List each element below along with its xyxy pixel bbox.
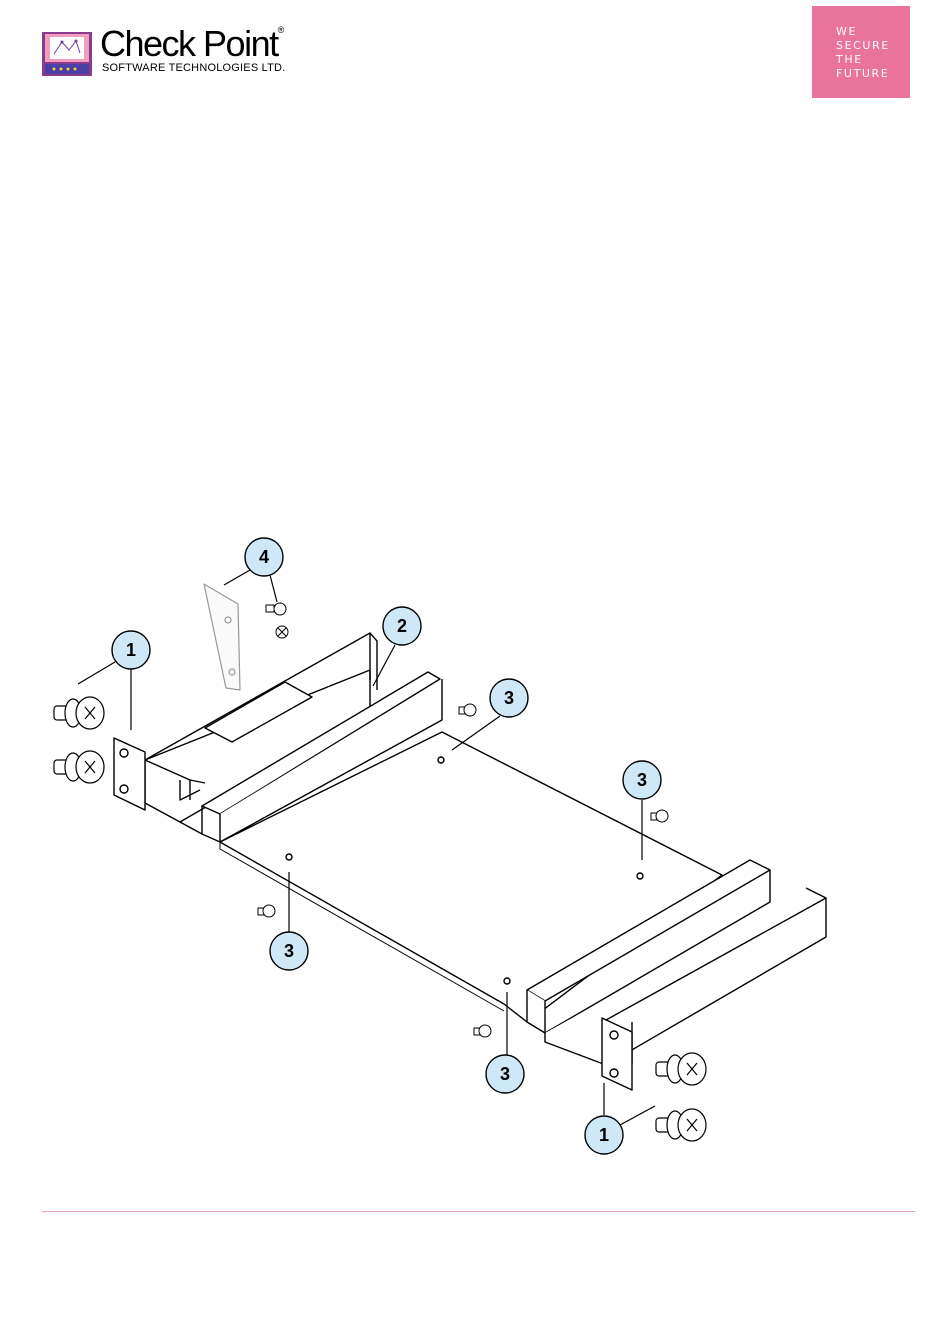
small-screw-icon — [266, 603, 286, 615]
callout-3b: 3 — [623, 761, 661, 799]
large-screws-left — [54, 697, 104, 783]
support-bracket — [204, 584, 240, 690]
callout-4: 4 — [245, 538, 283, 576]
small-screw-icon — [651, 810, 668, 822]
callout-label: 4 — [259, 547, 269, 567]
rack-screw-icon — [54, 697, 104, 729]
rack-screw-icon — [54, 751, 104, 783]
callout-label: 3 — [500, 1064, 510, 1084]
small-screw-icon — [459, 704, 476, 716]
bracket-left — [114, 738, 145, 810]
callout-3c: 3 — [270, 932, 308, 970]
rack-screw-icon — [656, 1053, 706, 1085]
footer-rule — [42, 1211, 915, 1212]
rack-screw-icon — [656, 1109, 706, 1141]
large-screws-right — [656, 1053, 706, 1141]
callout-2: 2 — [383, 607, 421, 645]
callout-1a: 1 — [112, 631, 150, 669]
small-screw-icon — [474, 1025, 491, 1037]
callout-label: 1 — [126, 640, 136, 660]
small-screw-icon — [258, 905, 275, 917]
callout-label: 3 — [504, 688, 514, 708]
callout-label: 2 — [397, 616, 407, 636]
callout-label: 3 — [637, 770, 647, 790]
callout-label: 1 — [599, 1125, 609, 1145]
callout-1b: 1 — [585, 1116, 623, 1154]
small-screw-icon — [276, 626, 288, 638]
callout-3d: 3 — [486, 1055, 524, 1093]
callout-3a: 3 — [490, 679, 528, 717]
callout-label: 3 — [284, 941, 294, 961]
